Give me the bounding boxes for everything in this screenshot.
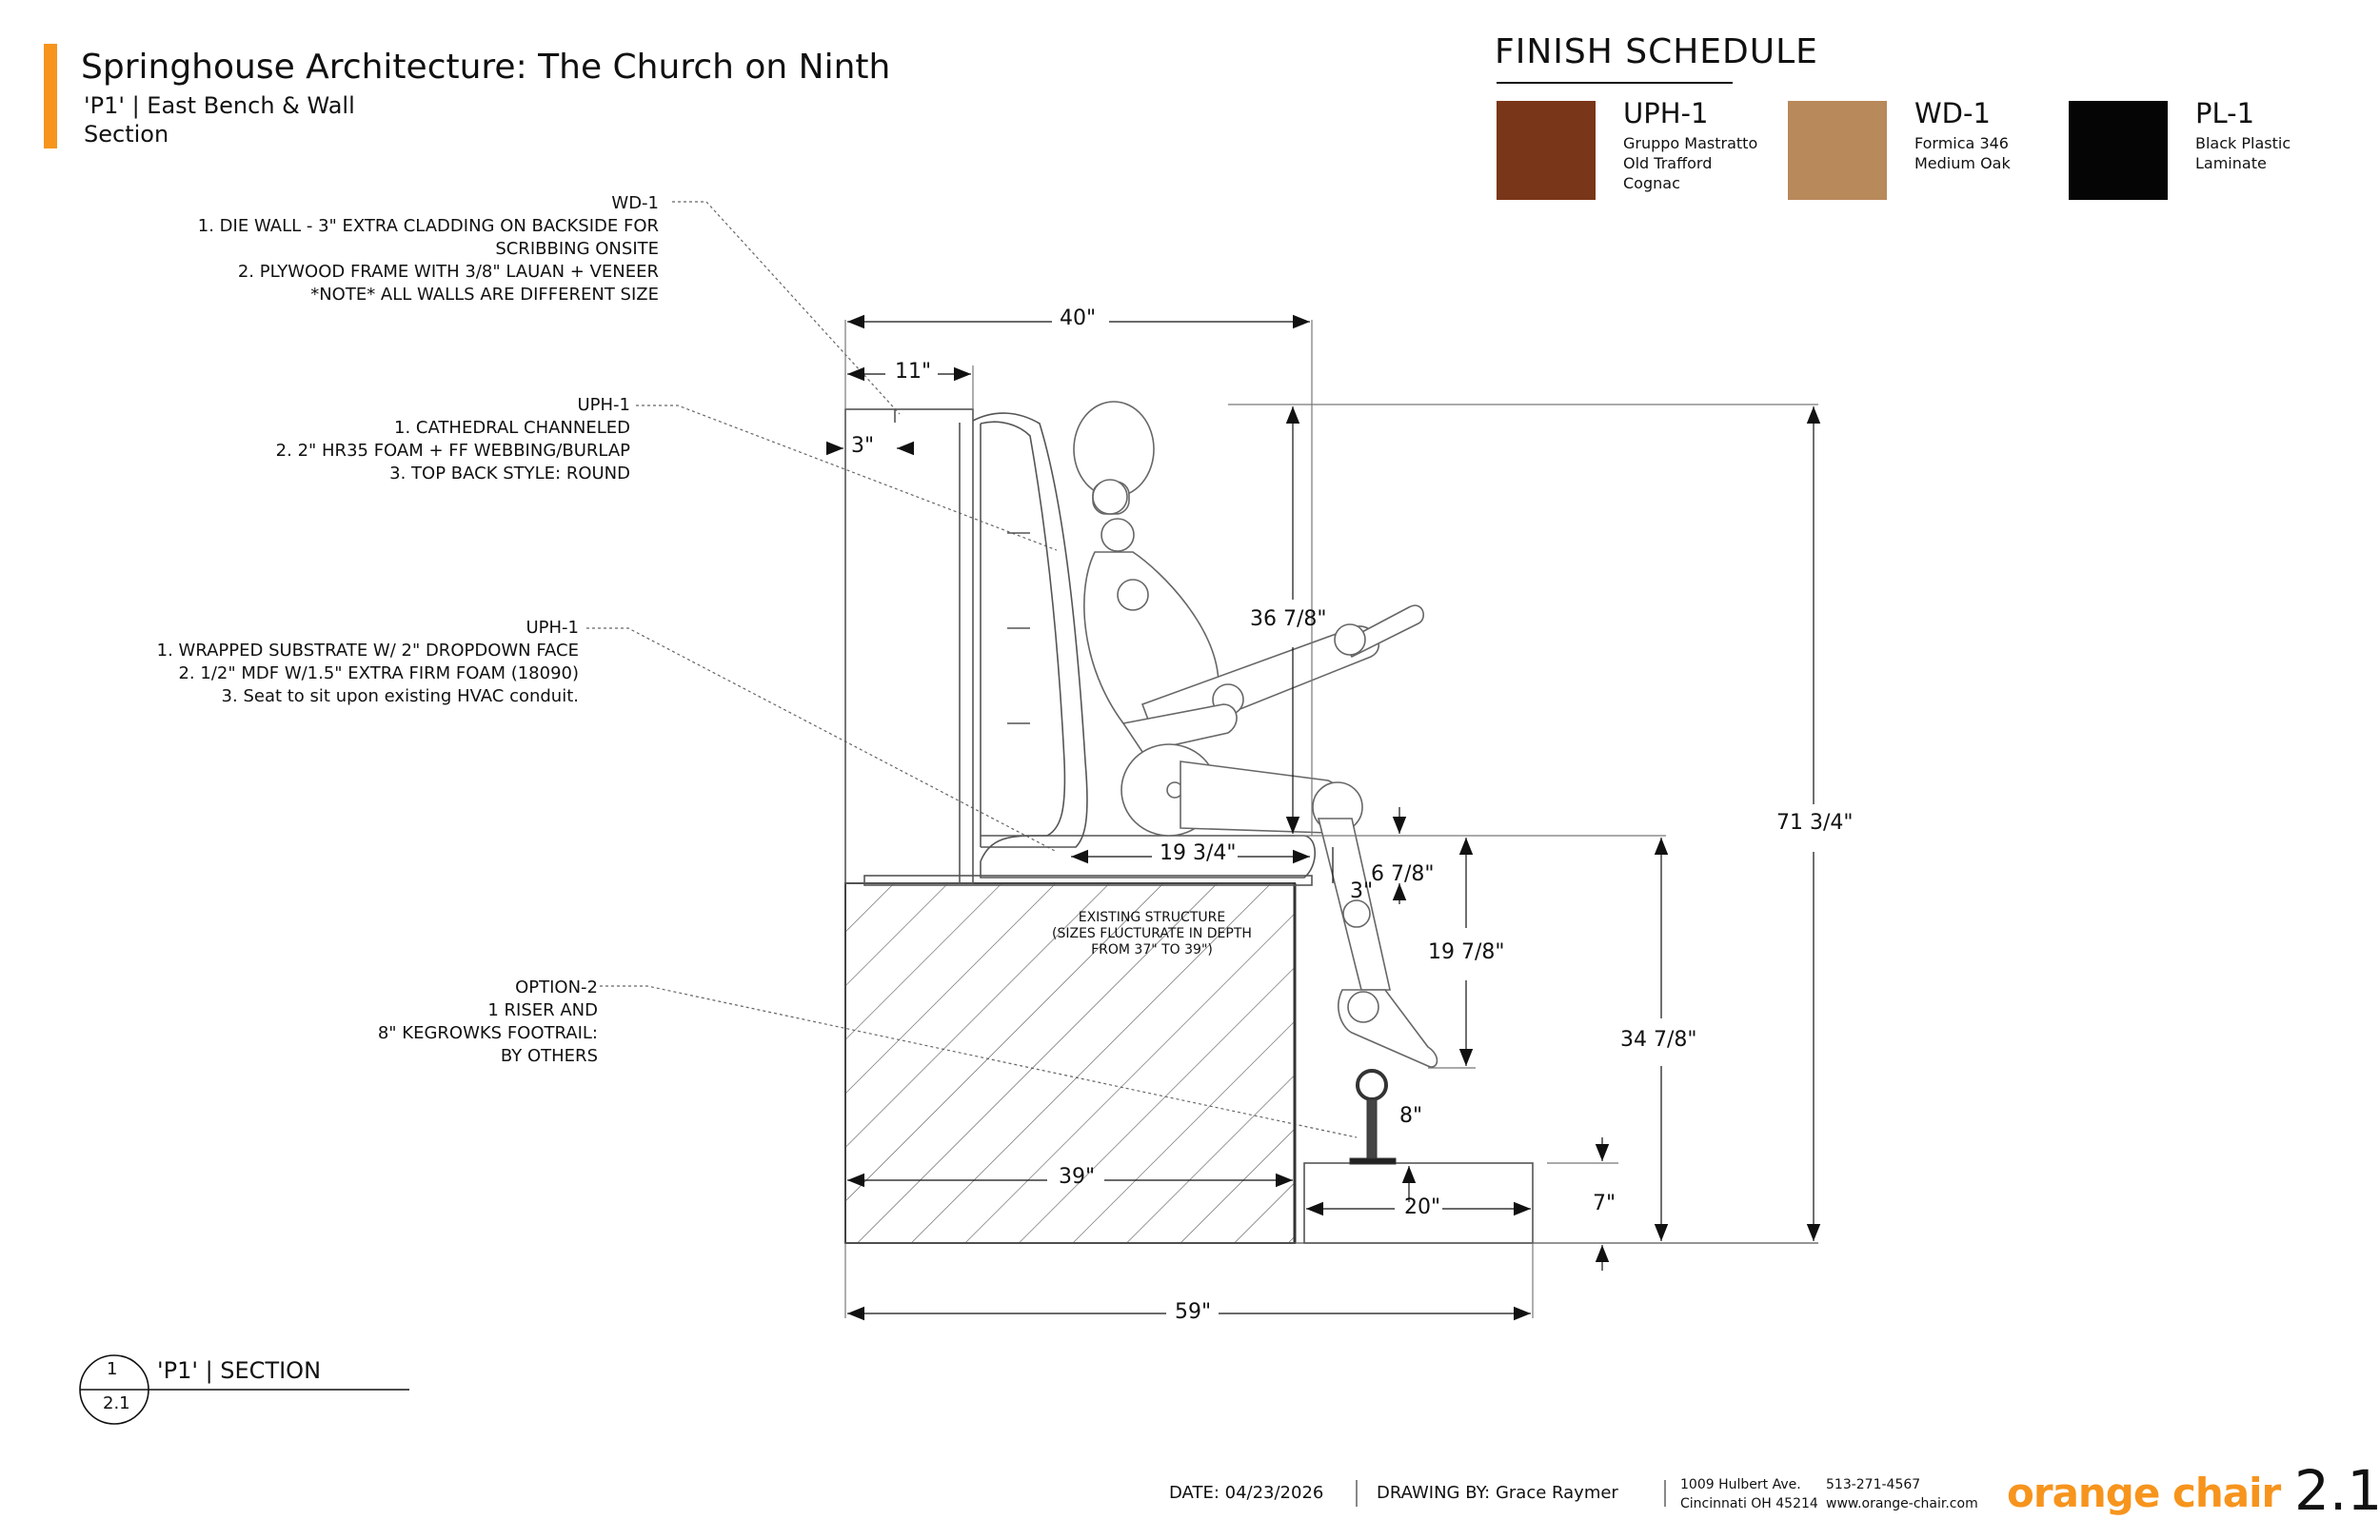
- swatch-wd1: [1788, 101, 1887, 200]
- dim-39: 39": [1059, 1165, 1096, 1189]
- note-uph1-back-line: 1. CATHEDRAL CHANNELED: [394, 418, 630, 438]
- note-option2-line: 1 RISER AND: [487, 1000, 598, 1020]
- leader-option2: [600, 985, 1358, 1138]
- note-uph1-back-code: UPH-1: [577, 395, 630, 415]
- dim-59: 59": [1175, 1300, 1212, 1324]
- dim-36-7-8: 36 7/8": [1250, 607, 1327, 631]
- dim-3-top: 3": [851, 434, 875, 458]
- swatch-pl1: [2069, 101, 2168, 200]
- finish-schedule-title: FINISH SCHEDULE: [1495, 32, 1818, 71]
- note-wd1-line: *NOTE* ALL WALLS ARE DIFFERENT SIZE: [310, 285, 659, 305]
- note-uph1-seat-line: 1. WRAPPED SUBSTRATE W/ 2" DROPDOWN FACE: [156, 641, 579, 661]
- bench-back: [972, 412, 1088, 848]
- swatch-uph1: [1497, 101, 1596, 200]
- accent-bar: [44, 44, 57, 148]
- swatch-uph1-desc: Gruppo Mastratto Old Trafford Cognac: [1623, 133, 1757, 193]
- die-wall: [844, 408, 974, 884]
- note-option2-line: OPTION-2: [515, 977, 598, 997]
- note-uph1-back: UPH-1 1. CATHEDRAL CHANNELED 2. 2" HR35 …: [276, 394, 630, 485]
- section-tag-label: 'P1' | SECTION: [157, 1357, 322, 1384]
- note-wd1-line: SCRIBBING ONSITE: [495, 239, 659, 259]
- swatch-wd1-code: WD-1: [1914, 97, 1991, 129]
- dim-7: 7": [1593, 1192, 1616, 1215]
- note-wd1-code: WD-1: [611, 193, 659, 213]
- dim-40: 40": [1060, 306, 1097, 330]
- dim-3-seat: 3": [1350, 879, 1374, 903]
- subtitle-line-2: Section: [84, 121, 169, 148]
- footer-date: DATE: 04/23/2026: [1169, 1483, 1324, 1503]
- dim-19-3-4: 19 3/4": [1160, 841, 1237, 865]
- note-wd1-line: 2. PLYWOOD FRAME WITH 3/8" LAUAN + VENEE…: [237, 262, 659, 282]
- dim-34-7-8: 34 7/8": [1620, 1028, 1697, 1052]
- swatch-pl1-desc-2: Laminate: [2195, 154, 2267, 172]
- footer-address-line-1: 1009 Hulbert Ave.: [1680, 1477, 1801, 1492]
- brand-logo: orange chair: [2007, 1470, 2281, 1516]
- swatch-wd1-desc-1: Formica 346: [1914, 134, 2009, 152]
- mannequin: [1073, 401, 1438, 1068]
- subtitle-line-1: 'P1' | East Bench & Wall: [84, 92, 355, 119]
- footer-address: 1009 Hulbert Ave. Cincinnati OH 45214: [1680, 1475, 1818, 1513]
- section-tag-sheet: 2.1: [103, 1393, 130, 1413]
- riser: [1303, 1162, 1534, 1244]
- existing-structure-label: EXISTING STRUCTURE (SIZES FLUCTURATE IN …: [1052, 910, 1252, 958]
- note-uph1-seat-line: 2. 1/2" MDF W/1.5" EXTRA FIRM FOAM (1809…: [178, 663, 579, 683]
- swatch-uph1-desc-2: Old Trafford: [1623, 154, 1713, 172]
- swatch-uph1-desc-3: Cognac: [1623, 174, 1680, 192]
- swatch-wd1-desc-2: Medium Oak: [1914, 154, 2011, 172]
- footer-address-line-2: Cincinnati OH 45214: [1680, 1496, 1818, 1511]
- structure-label-line: FROM 37" TO 39"): [1091, 942, 1213, 958]
- leader-uph1-seat: [586, 627, 1058, 853]
- dim-11: 11": [895, 360, 932, 384]
- note-uph1-back-line: 2. 2" HR35 FOAM + FF WEBBING/BURLAP: [275, 441, 630, 461]
- note-uph1-seat-code: UPH-1: [526, 618, 579, 638]
- section-tag-number: 1: [107, 1359, 118, 1379]
- footer-divider: [1356, 1480, 1358, 1507]
- finish-schedule-rule: [1497, 82, 1733, 84]
- note-option2-line: BY OTHERS: [500, 1046, 598, 1066]
- leader-uph1-back: [636, 405, 1058, 551]
- leader-wd1: [672, 201, 901, 415]
- note-uph1-seat: UPH-1 1. WRAPPED SUBSTRATE W/ 2" DROPDOW…: [157, 617, 579, 708]
- leader-lines: [586, 201, 1358, 1138]
- note-wd1: WD-1 1. DIE WALL - 3" EXTRA CLADDING ON …: [198, 192, 659, 306]
- drawing-subtitle: 'P1' | East Bench & Wall Section: [84, 91, 355, 148]
- bench-seat: [863, 835, 1316, 886]
- dim-19-7-8: 19 7/8": [1428, 940, 1505, 964]
- dim-6-7-8: 6 7/8": [1371, 862, 1435, 886]
- existing-structure: [844, 882, 1296, 1244]
- swatch-pl1-desc-1: Black Plastic: [2195, 134, 2291, 152]
- swatch-pl1-desc: Black Plastic Laminate: [2195, 133, 2291, 173]
- footer-contact: 513-271-4567 www.orange-chair.com: [1826, 1475, 1978, 1513]
- footrail: [1349, 1069, 1397, 1165]
- structure-label-line: EXISTING STRUCTURE: [1078, 910, 1226, 925]
- sheet-number: 2.1: [2294, 1458, 2380, 1523]
- dim-20: 20": [1404, 1195, 1441, 1219]
- note-option2-line: 8" KEGROWKS FOOTRAIL:: [377, 1023, 598, 1043]
- footer-divider: [1664, 1480, 1666, 1507]
- footer-phone: 513-271-4567: [1826, 1477, 1921, 1492]
- note-wd1-line: 1. DIE WALL - 3" EXTRA CLADDING ON BACKS…: [197, 216, 659, 236]
- swatch-pl1-code: PL-1: [2195, 97, 2255, 129]
- note-uph1-back-line: 3. TOP BACK STYLE: ROUND: [389, 464, 630, 484]
- swatch-wd1-desc: Formica 346 Medium Oak: [1914, 133, 2011, 173]
- swatch-uph1-code: UPH-1: [1623, 97, 1709, 129]
- section-tag: [79, 1354, 409, 1425]
- structure-label-line: (SIZES FLUCTURATE IN DEPTH: [1052, 926, 1252, 941]
- note-option2: OPTION-2 1 RISER AND 8" KEGROWKS FOOTRAI…: [378, 977, 598, 1068]
- swatch-uph1-desc-1: Gruppo Mastratto: [1623, 134, 1758, 152]
- note-uph1-seat-line: 3. Seat to sit upon existing HVAC condui…: [221, 686, 579, 706]
- dim-8: 8": [1399, 1104, 1423, 1128]
- dimension-lines: [826, 314, 1821, 1321]
- project-title: Springhouse Architecture: The Church on …: [81, 48, 891, 87]
- footer-drawn-by: DRAWING BY: Grace Raymer: [1377, 1483, 1618, 1503]
- dim-71-3-4: 71 3/4": [1776, 811, 1854, 835]
- footer-web: www.orange-chair.com: [1826, 1496, 1978, 1511]
